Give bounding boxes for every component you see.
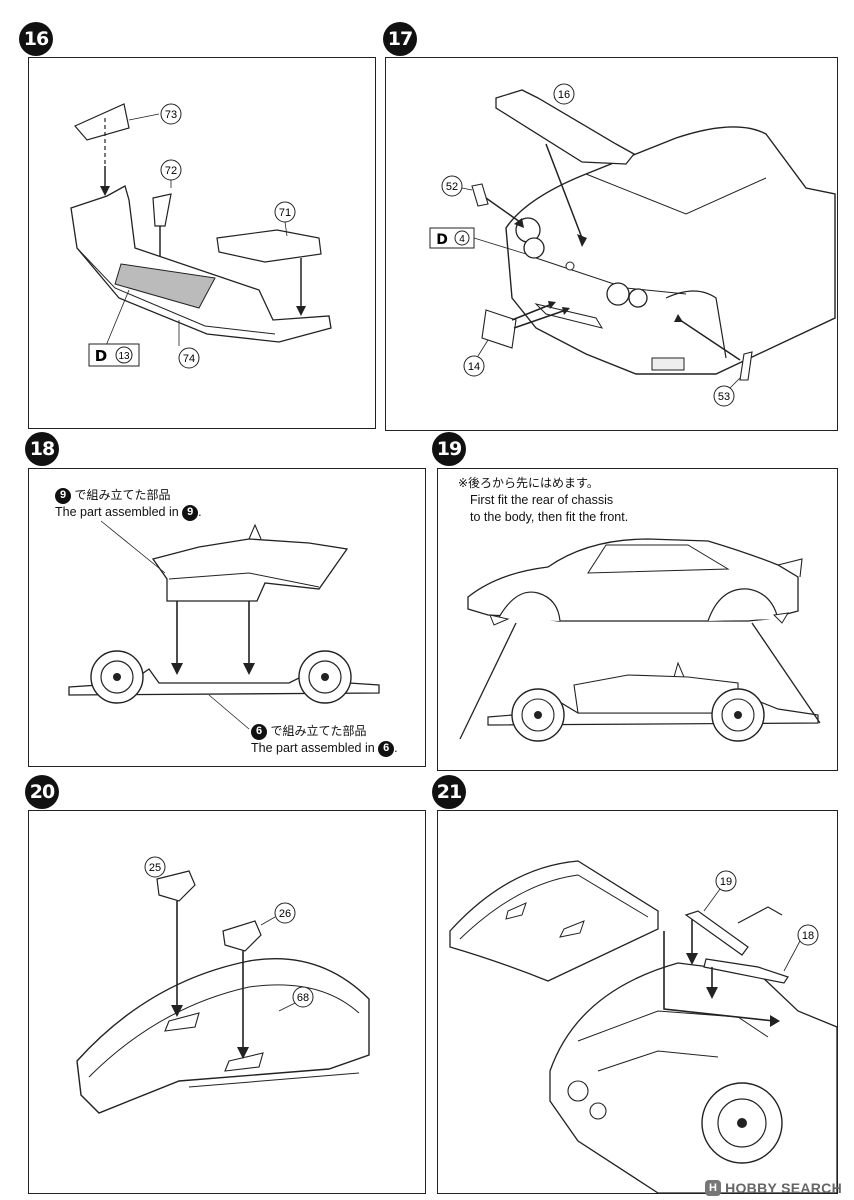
svg-text:D: D bbox=[436, 232, 448, 248]
svg-text:74: 74 bbox=[183, 353, 195, 365]
step-9-ref-icon: 9 bbox=[55, 487, 71, 504]
step-17-panel: 16 52 14 53 D 4 bbox=[385, 57, 838, 431]
part-71-label: 71 bbox=[274, 201, 296, 223]
svg-text:52: 52 bbox=[446, 181, 458, 193]
svg-text:72: 72 bbox=[165, 165, 177, 177]
svg-text:53: 53 bbox=[718, 391, 730, 403]
step-9-ref-icon-en: 9 bbox=[182, 504, 199, 521]
step-18-note-bottom: 6 で組み立てた部品 The part assembled in 6. bbox=[251, 723, 398, 757]
step-19-badge: 19 bbox=[432, 432, 466, 466]
part-68-label: 68 bbox=[278, 986, 314, 1012]
hood-install-diagram: 19 18 bbox=[449, 860, 837, 1193]
rear-wing-diagram: 73 72 71 74 D 13 bbox=[70, 103, 332, 369]
svg-text:18: 18 bbox=[802, 930, 814, 942]
part-72-label: 72 bbox=[160, 159, 182, 181]
step-6-ref-icon-en: 6 bbox=[378, 740, 395, 757]
decal-d4-label: D 4 bbox=[429, 227, 527, 255]
part-26-label: 26 bbox=[260, 902, 296, 926]
svg-text:19: 19 bbox=[720, 876, 732, 888]
part-19-label: 19 bbox=[703, 870, 737, 912]
step-18-badge: 18 bbox=[25, 432, 59, 466]
part-25-label: 25 bbox=[144, 856, 166, 878]
hobby-search-watermark: H HOBBY SEARCH bbox=[705, 1180, 842, 1196]
body-rear-diagram: 16 52 14 53 D 4 bbox=[429, 83, 836, 407]
part-14-label: 14 bbox=[463, 339, 489, 377]
hood-vents-diagram: 25 26 68 bbox=[76, 856, 370, 1114]
chassis-assembly-diagram bbox=[68, 520, 380, 730]
part-18-label: 18 bbox=[783, 924, 819, 972]
chassis-rear-wheel-icon bbox=[711, 688, 765, 742]
svg-text:73: 73 bbox=[165, 109, 177, 121]
rear-wheel-icon bbox=[298, 650, 352, 704]
step-20-badge: 20 bbox=[25, 775, 59, 809]
decal-d13-label: D 13 bbox=[88, 343, 140, 367]
step-18-panel: 9 で組み立てた部品 The part assembled in 9. 6 で組… bbox=[28, 468, 426, 767]
svg-text:25: 25 bbox=[149, 862, 161, 874]
part-53-label: 53 bbox=[713, 377, 741, 407]
step-19-note: ※後ろから先にはめます。 First fit the rear of chass… bbox=[458, 476, 629, 524]
step-18-note-top: 9 で組み立てた部品 The part assembled in 9. bbox=[55, 487, 202, 521]
body-chassis-fit-diagram bbox=[459, 538, 821, 742]
svg-text:26: 26 bbox=[279, 908, 291, 920]
svg-text:71: 71 bbox=[279, 207, 291, 219]
step-6-ref-icon: 6 bbox=[251, 723, 267, 740]
chassis-front-wheel-icon bbox=[511, 688, 565, 742]
front-wheel-icon bbox=[90, 650, 144, 704]
svg-text:D: D bbox=[95, 347, 107, 365]
part-16-label: 16 bbox=[553, 83, 575, 105]
step-17-badge: 17 bbox=[383, 22, 417, 56]
svg-text:13: 13 bbox=[118, 351, 130, 362]
step-20-panel: 25 26 68 bbox=[28, 810, 426, 1194]
front-wheel-icon-21 bbox=[701, 1082, 783, 1164]
part-52-label: 52 bbox=[441, 175, 473, 197]
step-21-badge: 21 bbox=[432, 775, 466, 809]
hobby-search-logo-icon: H bbox=[705, 1180, 722, 1196]
step-16-badge: 16 bbox=[19, 22, 53, 56]
step-21-panel: 19 18 bbox=[437, 810, 838, 1194]
part-74-label: 74 bbox=[178, 347, 200, 369]
svg-text:68: 68 bbox=[297, 992, 309, 1004]
step-16-panel: 73 72 71 74 D 13 bbox=[28, 57, 376, 429]
part-73-label: 73 bbox=[160, 103, 182, 125]
svg-text:14: 14 bbox=[468, 361, 480, 373]
svg-text:16: 16 bbox=[558, 89, 570, 101]
step-19-panel: ※後ろから先にはめます。 First fit the rear of chass… bbox=[437, 468, 838, 771]
svg-text:4: 4 bbox=[459, 234, 465, 245]
